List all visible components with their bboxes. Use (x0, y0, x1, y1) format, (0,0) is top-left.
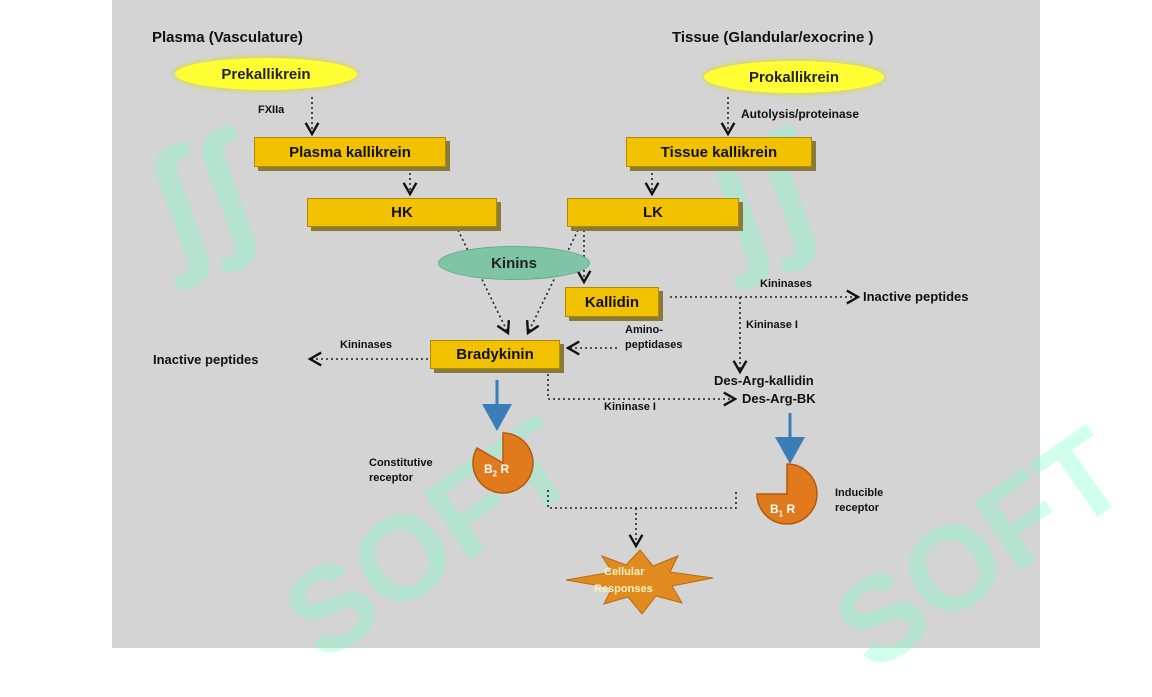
label-autolysis: Autolysis/proteinase (741, 107, 860, 121)
label-kininases-left: Kininases (340, 339, 392, 351)
label-des-arg-kallidin: Des-Arg-kallidin (714, 373, 814, 388)
node-prekallikrein: Prekallikrein (175, 58, 357, 90)
b2-receptor-label: B2 R (484, 462, 509, 478)
label-amino: Amino- (625, 324, 663, 336)
b2-receptor-shape (472, 432, 534, 494)
b1-subscript: 1 (778, 509, 784, 519)
arrow-lk-to-bradykinin (525, 229, 579, 336)
arrow-bradykinin-to-des-arg-bk (547, 374, 738, 407)
heading-tissue: Tissue (Glandular/exocrine ) (672, 29, 874, 46)
b2-letter: B (484, 462, 493, 476)
node-prokallikrein: Prokallikrein (704, 61, 884, 93)
cellular-response-star (565, 549, 714, 615)
node-tissue-kallikrein: Tissue kallikrein (626, 137, 812, 167)
cellular-responses-line1: Cellular (604, 566, 645, 578)
b1-letter: B (770, 502, 779, 516)
b1-receptor-label: B1 R (770, 502, 795, 518)
label-inactive-peptides-right: Inactive peptides (863, 289, 969, 304)
label-kininase-i-bottom: Kininase I (604, 401, 656, 413)
b1-receptor-shape (756, 463, 818, 525)
cellular-responses-line2: Responses (594, 583, 653, 595)
label-peptidases: peptidases (625, 339, 683, 351)
diagram-panel (112, 0, 1040, 648)
b2-subscript: 2 (492, 469, 498, 479)
diagram-stage: ʃʃ ʃʃ SOFT SOFT (112, 0, 1149, 696)
node-lk: LK (567, 198, 739, 227)
bracket-receptors (547, 490, 737, 509)
b1-r-letter: R (786, 502, 796, 516)
label-kininases-right: Kininases (760, 278, 812, 290)
label-inactive-peptides-left: Inactive peptides (153, 352, 259, 367)
node-kallidin: Kallidin (565, 287, 659, 317)
node-kinins: Kinins (438, 246, 590, 280)
arrow-hk-to-bradykinin (457, 229, 511, 336)
label-constitutive: Constitutive (369, 457, 433, 469)
connector-layer (304, 97, 861, 615)
label-kininase-i-right: Kininase I (746, 319, 798, 331)
label-fxiia: FXIIa (258, 104, 285, 116)
label-inducible: Inducible (835, 487, 884, 499)
label-constitutive-receptor: receptor (369, 472, 414, 484)
node-plasma-kallikrein: Plasma kallikrein (254, 137, 446, 167)
heading-plasma: Plasma (Vasculature) (152, 29, 303, 46)
node-bradykinin: Bradykinin (430, 340, 560, 369)
node-hk: HK (307, 198, 497, 227)
label-inducible-receptor: receptor (835, 502, 880, 514)
label-des-arg-bk: Des-Arg-BK (742, 391, 816, 406)
b2-r-letter: R (500, 462, 510, 476)
